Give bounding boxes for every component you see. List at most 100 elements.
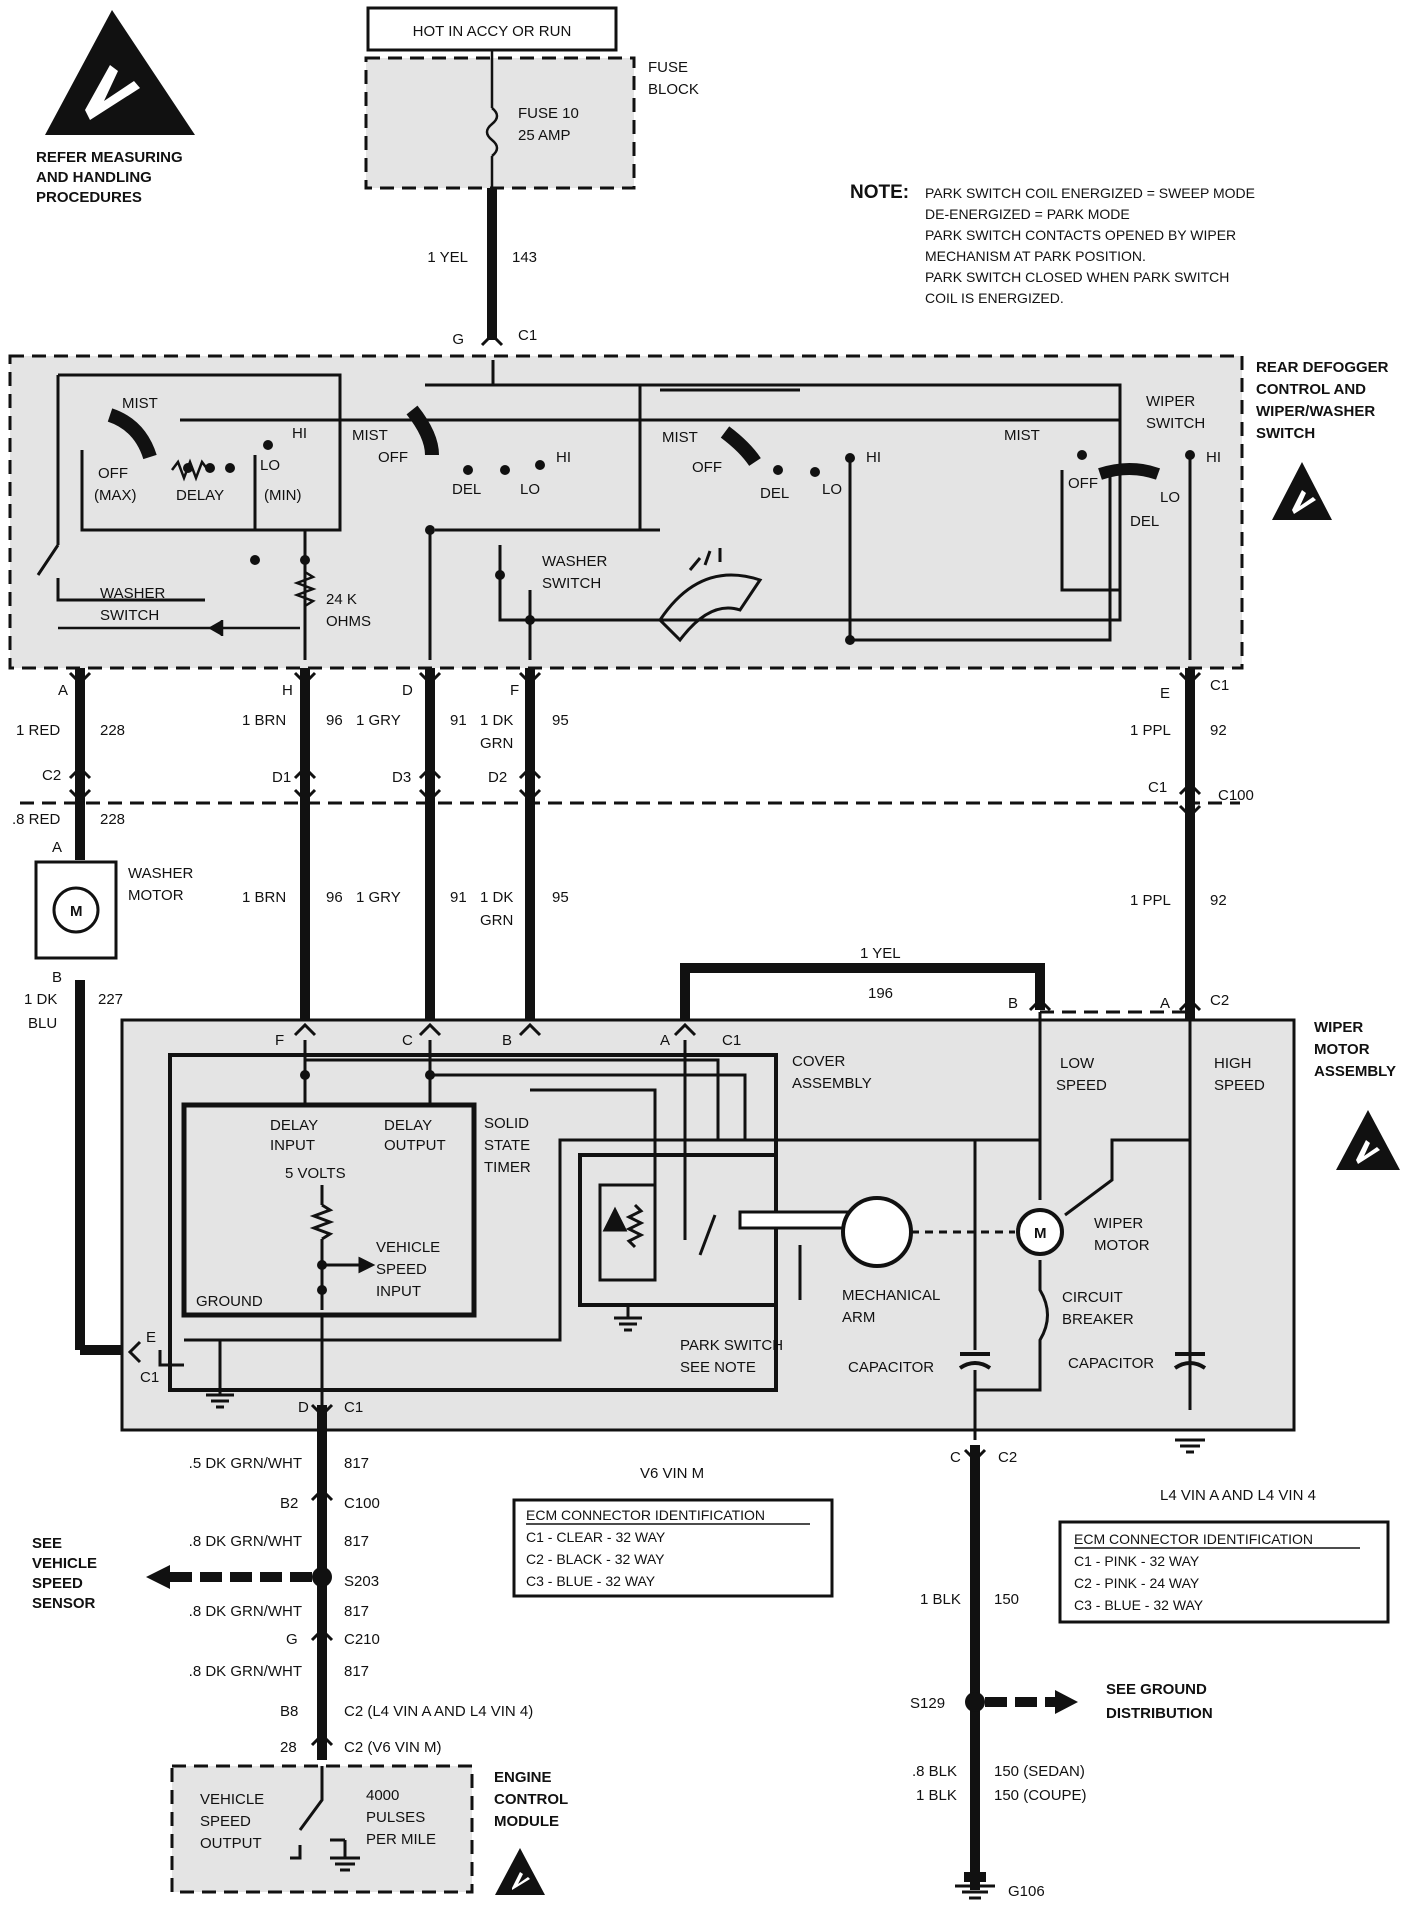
- vss-pin-28: 28: [280, 1739, 297, 1756]
- chassis-ground-icon-timer: [206, 1393, 234, 1409]
- mist-label-2: MIST: [352, 427, 388, 444]
- mist-blade-3: [720, 426, 761, 467]
- wire-196: [680, 963, 1045, 1040]
- wire-95-circuit: 95: [552, 712, 569, 729]
- warning-text-1: REFER MEASURING: [36, 149, 183, 166]
- vss-arrow-icon: [146, 1565, 170, 1589]
- splice-s129: [965, 1692, 985, 1712]
- v6-ecm-table: [512, 1498, 834, 1598]
- park-switch-internal: [598, 1183, 862, 1300]
- vss-wire-4-color: .8 DK GRN/WHT: [189, 1663, 302, 1680]
- fuse-block: [364, 56, 636, 190]
- ground-pin-c: C: [950, 1449, 961, 1466]
- pin-d2: D2: [488, 769, 507, 786]
- wire-95-circuit-2: 95: [552, 889, 569, 906]
- vss-b2: B2: [280, 1495, 298, 1512]
- switch-title-1: REAR DEFOGGER: [1256, 359, 1389, 376]
- pin-f: F: [510, 682, 519, 699]
- ground-arrow-icon: [1055, 1690, 1078, 1714]
- motor-title-2: MOTOR: [1314, 1041, 1370, 1058]
- vss-c2-l4: C2 (L4 VIN A AND L4 VIN 4): [344, 1703, 533, 1720]
- wire-150-color: 1 BLK: [920, 1591, 961, 1608]
- l4-table-title: ECM CONNECTOR IDENTIFICATION: [1074, 1531, 1313, 1547]
- vss-b8: B8: [280, 1703, 298, 1720]
- vss-wire-2-color: .8 DK GRN/WHT: [189, 1533, 302, 1550]
- washer-switch-label-3: WASHER: [542, 553, 607, 570]
- park-switch-box: [578, 1153, 778, 1307]
- wiper-motor-m: M: [1034, 1225, 1047, 1242]
- wire-228-circuit-2: 228: [100, 811, 125, 828]
- timer-label-3: TIMER: [484, 1159, 531, 1176]
- motor-pin-b-top: B: [502, 1032, 512, 1049]
- lo-label-1: LO: [260, 457, 280, 474]
- timer-label-2: STATE: [484, 1137, 530, 1154]
- l4-heading: L4 VIN A AND L4 VIN 4: [1160, 1487, 1316, 1504]
- vss-input-1: VEHICLE: [376, 1239, 440, 1256]
- washer-motor-label-2: MOTOR: [128, 887, 184, 904]
- vss-wire-3-circuit: 817: [344, 1603, 369, 1620]
- ecm-label-1: ENGINE: [494, 1769, 552, 1786]
- splice-s129-label: S129: [910, 1695, 945, 1712]
- timer-label-1: SOLID: [484, 1115, 529, 1132]
- ecm-label-3: MODULE: [494, 1813, 559, 1830]
- washer-pin-b: B: [52, 969, 62, 986]
- pin-d1: D1: [272, 769, 291, 786]
- see-ground-1: SEE GROUND: [1106, 1681, 1207, 1698]
- warning-text-2: AND HANDLING: [36, 169, 152, 186]
- pin-d: D: [402, 682, 413, 699]
- wiper-switch-label-1: WIPER: [1146, 393, 1195, 410]
- engine-control-module: [170, 1764, 474, 1894]
- lo-label-2: LO: [520, 481, 540, 498]
- switch-assembly-shade: [10, 356, 1242, 668]
- chassis-ground-icon-motor: [1175, 1438, 1205, 1454]
- vss-c100: C100: [344, 1495, 380, 1512]
- park-switch-label-2: SEE NOTE: [680, 1359, 756, 1376]
- connector-marks: [68, 332, 1202, 1747]
- harness-wires: [75, 668, 1195, 1355]
- low-speed-2: SPEED: [1056, 1077, 1107, 1094]
- coupe-circuit: 150 (COUPE): [994, 1787, 1087, 1804]
- pin-d3: D3: [392, 769, 411, 786]
- motor-conn-c1: C1: [722, 1032, 741, 1049]
- note-line-6: COIL IS ENERGIZED.: [925, 290, 1064, 306]
- vss-input-2: SPEED: [376, 1261, 427, 1278]
- splice-s203-label: S203: [344, 1573, 379, 1590]
- wiper-switch-label-2: SWITCH: [1146, 415, 1205, 432]
- windshield-wiper-icon: [658, 548, 763, 643]
- wire-95-color: 1 DK: [480, 712, 513, 729]
- wire-143-color: 1 YEL: [427, 249, 468, 266]
- wiper-motor-label-2: MOTOR: [1094, 1237, 1150, 1254]
- wire-92-color: 1 PPL: [1130, 722, 1171, 739]
- vss-c210: C210: [344, 1631, 380, 1648]
- splice-s203: [312, 1567, 332, 1587]
- see-vss-2: VEHICLE: [32, 1555, 97, 1572]
- v6-row-3: C3 - BLUE - 32 WAY: [526, 1573, 656, 1589]
- wire-95-color-2: 1 DK: [480, 889, 513, 906]
- mist-label-1: MIST: [122, 395, 158, 412]
- switch-title-2: CONTROL AND: [1256, 381, 1366, 398]
- capacitor-icons: [958, 1352, 1207, 1370]
- switch-internal-wiring: [36, 360, 1192, 660]
- l4-row-3: C3 - BLUE - 32 WAY: [1074, 1597, 1204, 1613]
- motor-conn-e: C1: [140, 1369, 159, 1386]
- mist-blade-1: [107, 408, 157, 460]
- hi-label-4: HI: [1206, 449, 1221, 466]
- motor-assembly-shade: [122, 1020, 1294, 1430]
- vss-wire-3-color: .8 DK GRN/WHT: [189, 1603, 302, 1620]
- timer-internal: [158, 1040, 1040, 1410]
- motor-conn-d: C1: [344, 1399, 363, 1416]
- wiper-motor: [1016, 1208, 1064, 1256]
- conn-c100: C100: [1218, 787, 1254, 804]
- washer-motor-label-1: WASHER: [128, 865, 193, 882]
- wire-91-circuit-2: 91: [450, 889, 467, 906]
- hi-label-3: HI: [866, 449, 881, 466]
- wire-143-circuit: 143: [512, 249, 537, 266]
- delay-label: DELAY: [176, 487, 224, 504]
- l4-ecm-table: [1058, 1520, 1390, 1624]
- motor-title-3: ASSEMBLY: [1314, 1063, 1396, 1080]
- washer-switch-label-2: SWITCH: [100, 607, 159, 624]
- low-speed-1: LOW: [1060, 1055, 1095, 1072]
- delay-input-2: INPUT: [270, 1137, 315, 1154]
- v6-row-1: C1 - CLEAR - 32 WAY: [526, 1529, 666, 1545]
- ecm-out-3: OUTPUT: [200, 1835, 262, 1852]
